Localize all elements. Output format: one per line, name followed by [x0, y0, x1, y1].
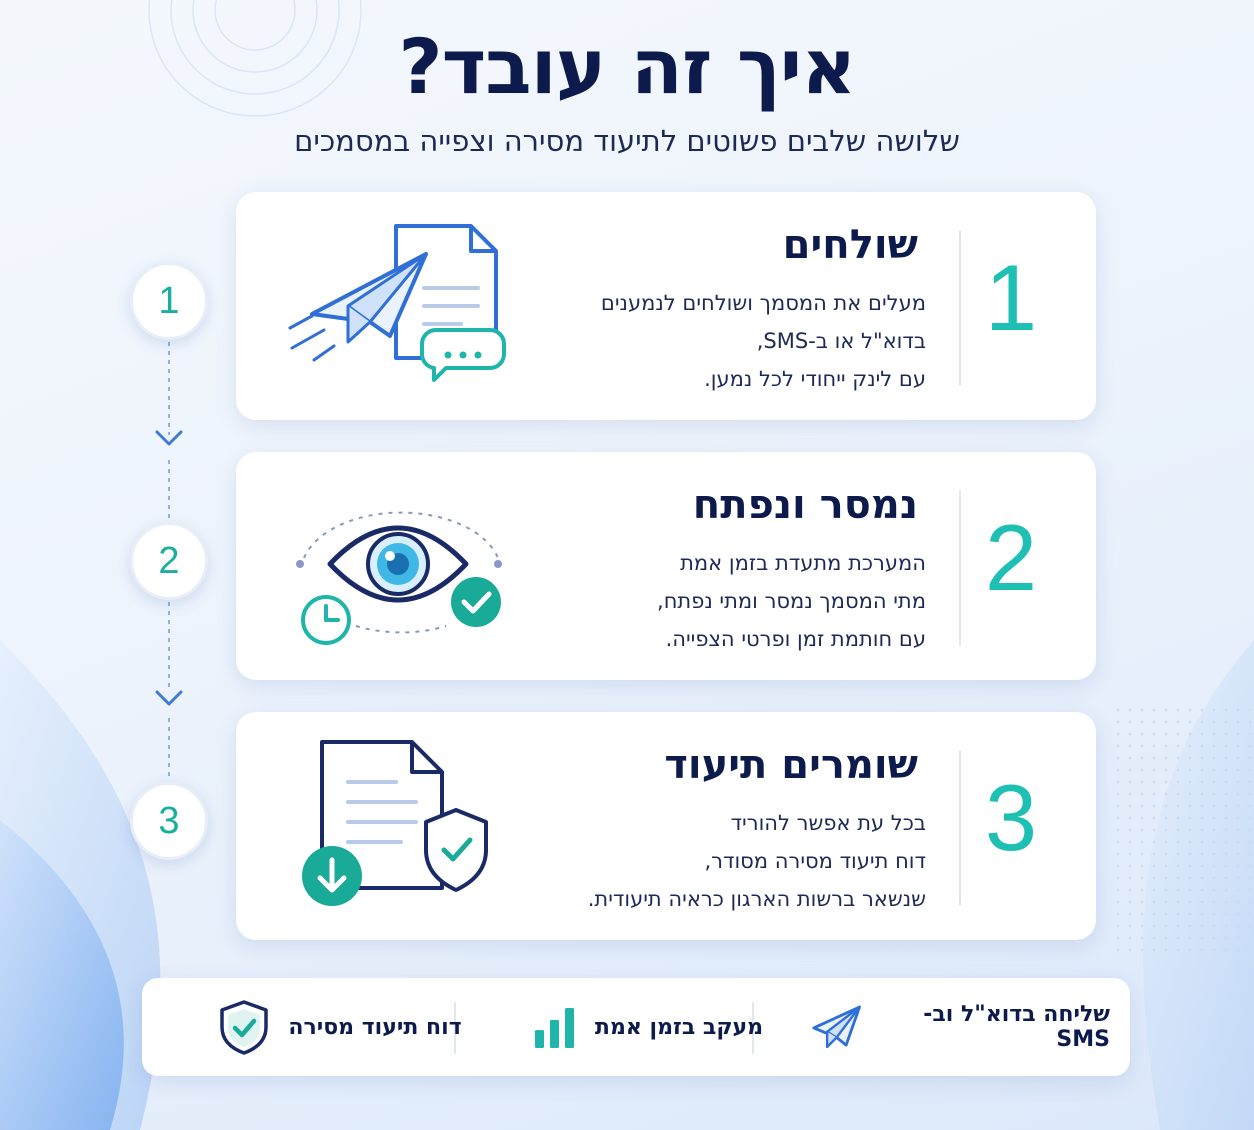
step-indicator-2: 2 — [130, 522, 208, 600]
feature-delivery-report: דוח תיעוד מסירה — [190, 978, 490, 1076]
feature-label: מעקב בזמן אמת — [594, 1014, 764, 1040]
paper-plane-document-chat-icon — [288, 224, 506, 382]
step-description: המערכת מתעדת בזמן אמת מתי המסמך נמסר ומת… — [506, 544, 926, 658]
step-description-line: שנשאר ברשות הארגון כראיה תיעודית. — [587, 887, 926, 911]
step-description-line: עם לינק ייחודי לכל נמען. — [704, 367, 926, 391]
feature-email-sms: שליחה בדוא"ל וב-SMS — [810, 978, 1110, 1076]
paper-plane-icon — [812, 1005, 861, 1049]
feature-realtime-tracking: מעקב בזמן אמת — [498, 978, 798, 1076]
step-description-line: המערכת מתעדת בזמן אמת — [680, 551, 926, 575]
step-description-line: עם חותמת זמן ופרטי הצפייה. — [665, 627, 926, 651]
step-description-line: מתי המסמך נמסר ומתי נפתח, — [657, 589, 926, 613]
step-card-delivered: 2 נמסר ונפתח המערכת מתעדת בזמן אמת מתי ה… — [236, 452, 1096, 680]
timeline-connector — [155, 342, 183, 780]
feature-label: דוח תיעוד מסירה — [288, 1014, 462, 1040]
step-description-line: בכל עת אפשר להוריד — [730, 811, 926, 835]
step-description: בכל עת אפשר להוריד דוח תיעוד מסירה מסודר… — [506, 804, 926, 918]
document-download-shield-icon — [302, 740, 488, 906]
step-card-send: 1 שולחים מעלים את המסמך ושולחים לנמענים … — [236, 192, 1096, 420]
step-number: 2 — [984, 505, 1038, 610]
card-divider — [959, 490, 961, 646]
card-divider — [959, 230, 961, 386]
step-description-line: מעלים את המסמך ושולחים לנמענים — [600, 291, 926, 315]
features-bar: שליחה בדוא"ל וב-SMS מעקב בזמן אמת דוח תי… — [142, 978, 1130, 1076]
step-indicator-3: 3 — [130, 782, 208, 860]
step-title: שולחים — [782, 222, 918, 268]
card-divider — [959, 750, 961, 906]
step-description-line: בדוא"ל או ב-SMS, — [756, 329, 926, 353]
eye-clock-check-icon — [296, 511, 502, 645]
step-number: 3 — [984, 765, 1038, 870]
shield-check-icon — [220, 1000, 269, 1055]
feature-separator — [752, 1002, 754, 1054]
feature-separator — [454, 1002, 456, 1054]
feature-label: שליחה בדוא"ל וב-SMS — [923, 1002, 1110, 1052]
page-subtitle: שלושה שלבים פשוטים לתיעוד מסירה וצפייה ב… — [294, 124, 960, 158]
step-number: 1 — [984, 245, 1038, 350]
bar-chart-icon — [534, 1008, 574, 1048]
step-description-line: דוח תיעוד מסירה מסודר, — [704, 849, 926, 873]
step-indicator-1: 1 — [130, 262, 208, 340]
step-title: נמסר ונפתח — [692, 482, 918, 528]
step-description: מעלים את המסמך ושולחים לנמענים בדוא"ל או… — [506, 284, 926, 398]
step-title: שומרים תיעוד — [664, 742, 918, 788]
step-card-keep-record: 3 שומרים תיעוד בכל עת אפשר להוריד דוח תי… — [236, 712, 1096, 940]
page-title: איך זה עובד? — [398, 22, 857, 111]
